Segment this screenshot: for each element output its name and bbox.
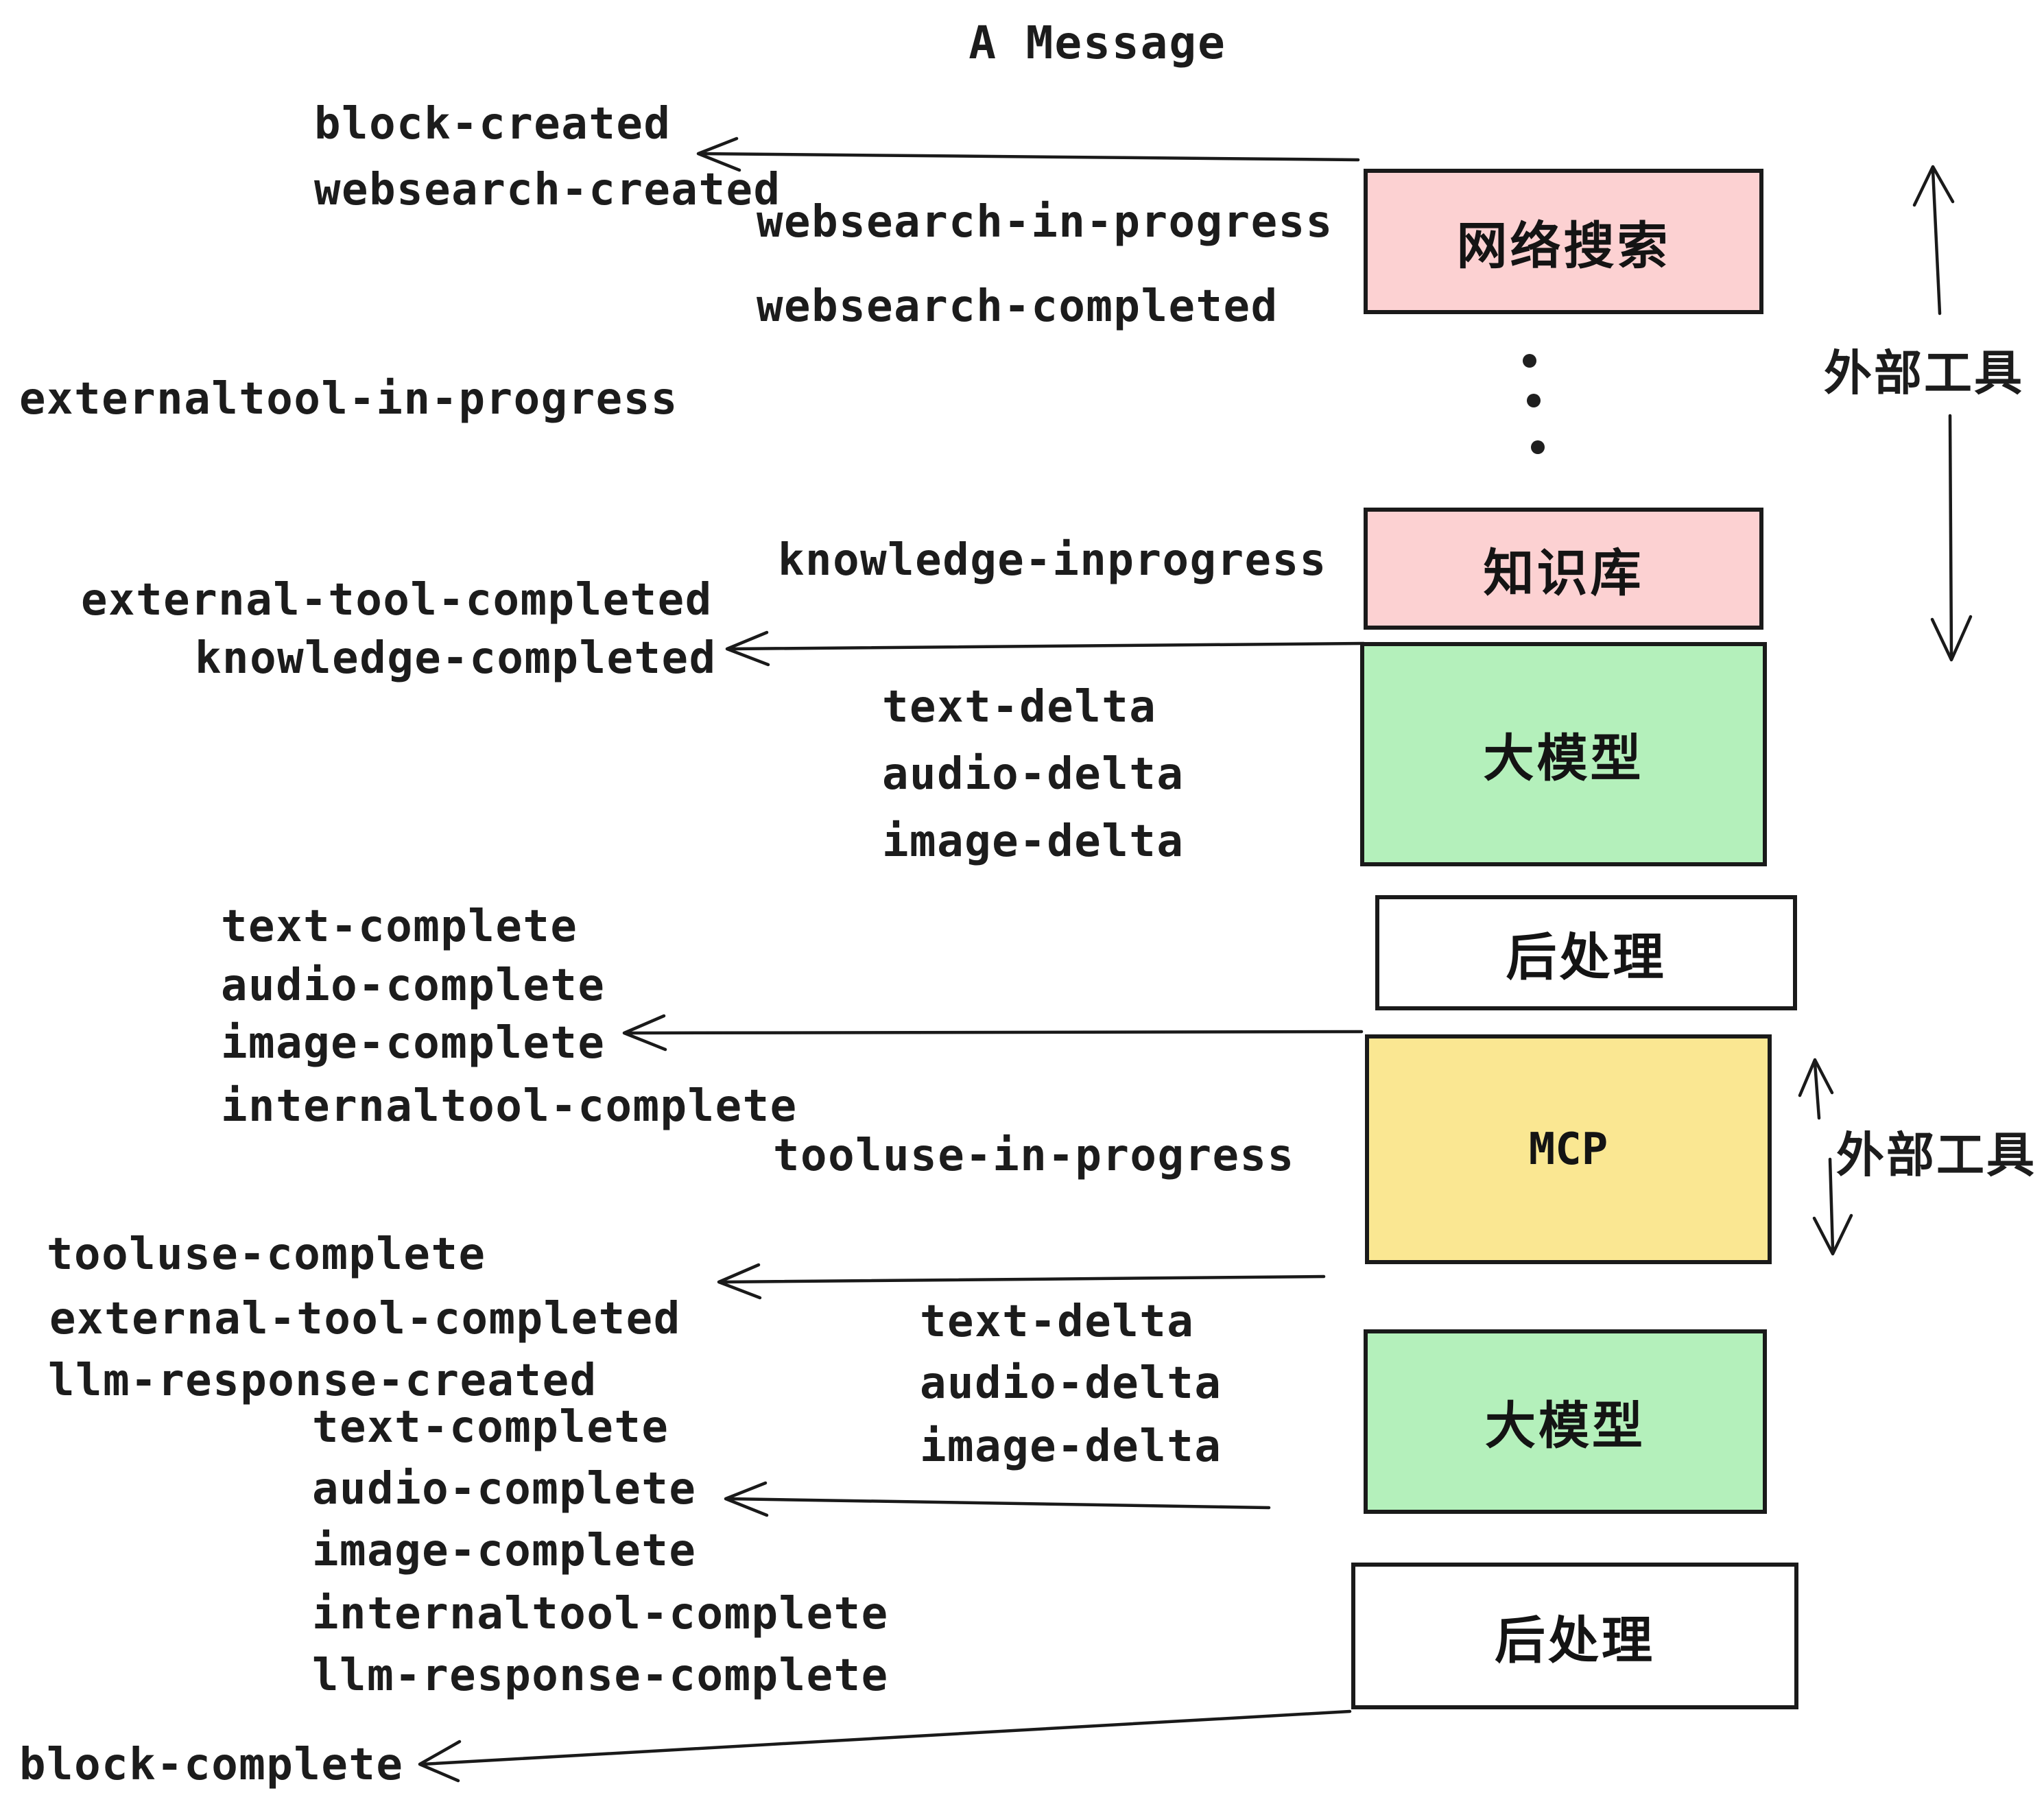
- event-label-internaltool-complete-2: internaltool-complete: [312, 1589, 889, 1639]
- event-label-image-complete-1: image-complete: [221, 1018, 606, 1069]
- knowledge-base-box-label: 知识库: [1483, 544, 1644, 602]
- llm-box-bottom-label: 大模型: [1485, 1397, 1645, 1454]
- websearch-box-label: 网络搜索: [1456, 217, 1671, 274]
- event-label-audio-delta-1: audio-delta: [882, 749, 1185, 800]
- event-label-websearch-created: websearch-created: [314, 165, 781, 215]
- event-label-image-delta-1: image-delta: [882, 816, 1185, 867]
- event-label-tooluse-in-progress: tooluse-in-progress: [773, 1130, 1295, 1181]
- mcp-box-label: MCP: [1528, 1124, 1608, 1175]
- left-arrow-block-complete-icon: [418, 1709, 1352, 1783]
- postprocess-box-top: 后处理: [1375, 895, 1797, 1010]
- left-arrow-external-tool-completed-icon: [717, 1263, 1326, 1300]
- event-label-block-complete: block-complete: [19, 1740, 404, 1790]
- event-label-internaltool-complete-1: internaltool-complete: [221, 1081, 798, 1132]
- event-label-audio-delta-2: audio-delta: [920, 1358, 1222, 1409]
- llm-box-top: 大模型: [1360, 642, 1767, 866]
- left-arrow-block-created-icon: [696, 137, 1360, 172]
- page-title: A Message: [968, 16, 1226, 69]
- knowledge-base-box: 知识库: [1364, 508, 1763, 630]
- event-label-image-delta-2: image-delta: [920, 1421, 1222, 1472]
- event-label-websearch-in-progress: websearch-in-progress: [757, 197, 1333, 248]
- event-label-block-created: block-created: [314, 99, 672, 150]
- postprocess-box-bottom: 后处理: [1351, 1563, 1798, 1709]
- event-label-external-tool-completed-2: external-tool-completed: [49, 1294, 681, 1344]
- event-label-knowledge-completed: knowledge-completed: [195, 633, 717, 684]
- external-tools-annotation-top: 外部工具: [1824, 346, 2024, 400]
- down-arrow-external-tools-top-icon: [1930, 414, 1973, 662]
- llm-box-bottom: 大模型: [1364, 1329, 1767, 1514]
- left-arrow-knowledge-completed-icon: [725, 630, 1366, 667]
- postprocess-box-bottom-label: 后处理: [1495, 1611, 1655, 1669]
- mcp-box: MCP: [1365, 1034, 1772, 1264]
- postprocess-box-top-label: 后处理: [1506, 928, 1667, 986]
- event-label-llm-response-created: llm-response-created: [48, 1355, 597, 1406]
- left-arrow-image-complete-icon: [622, 1014, 1364, 1052]
- event-label-llm-response-complete: llm-response-complete: [312, 1650, 889, 1701]
- event-label-external-tool-completed-1: external-tool-completed: [81, 575, 713, 626]
- event-label-text-delta-2: text-delta: [920, 1296, 1195, 1347]
- event-label-websearch-completed: websearch-completed: [757, 281, 1279, 332]
- websearch-box: 网络搜索: [1364, 169, 1763, 314]
- left-arrow-audio-complete-icon: [724, 1481, 1271, 1517]
- event-label-audio-complete-1: audio-complete: [221, 960, 606, 1011]
- vertical-ellipsis-icon: [1523, 354, 1545, 454]
- event-label-text-delta-1: text-delta: [882, 682, 1157, 733]
- llm-box-top-label: 大模型: [1483, 730, 1644, 787]
- event-label-text-complete-2: text-complete: [312, 1402, 669, 1453]
- external-tools-annotation-mid: 外部工具: [1836, 1128, 2036, 1182]
- event-label-externaltool-in-progress: externaltool-in-progress: [19, 374, 678, 425]
- up-arrow-external-tools-top-icon: [1912, 165, 1955, 316]
- event-label-image-complete-2: image-complete: [312, 1526, 697, 1576]
- event-label-audio-complete-2: audio-complete: [312, 1464, 697, 1515]
- event-label-tooluse-complete: tooluse-complete: [47, 1229, 486, 1280]
- up-arrow-external-tools-mid-icon: [1798, 1058, 1834, 1120]
- event-label-knowledge-inprogress: knowledge-inprogress: [778, 535, 1327, 586]
- event-label-text-complete-1: text-complete: [221, 901, 578, 952]
